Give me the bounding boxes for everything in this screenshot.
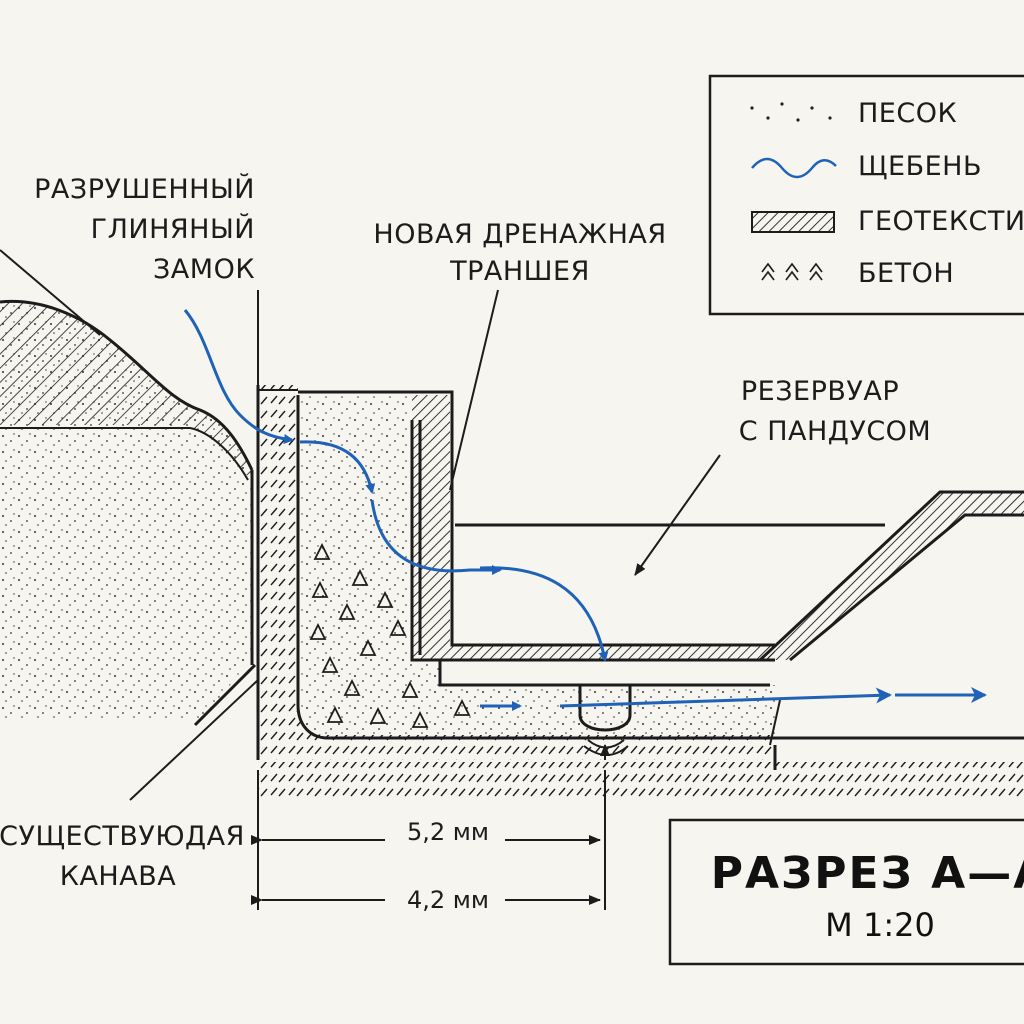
dimension-5-2: 5,2 мм	[407, 818, 489, 846]
concrete-triangle	[389, 618, 407, 636]
legend-box	[708, 74, 1024, 316]
existing-ditch-line-1: СУЩЕСТВУЮДАЯ	[0, 821, 245, 852]
section-title: РАЗРЕЗ А—А	[711, 848, 1024, 899]
legend-sand-label: ПЕСОК	[858, 98, 957, 129]
leader-lines	[129, 289, 721, 801]
flow-arrows	[183, 309, 987, 711]
clay-lock-line-2: ГЛИНЯНЫЙ	[91, 213, 255, 245]
reservoir-label: РЕЗЕРВУАР С ПАНДУСОМ	[739, 376, 931, 447]
concrete-triangle	[376, 590, 394, 608]
concrete-triangle	[453, 698, 471, 716]
concrete-triangle	[338, 602, 356, 620]
dimension-4-2: 4,2 мм	[407, 886, 489, 914]
concrete-triangle	[359, 638, 377, 656]
concrete-triangle	[313, 542, 331, 560]
concrete-triangle	[351, 568, 369, 586]
dimension-lines	[251, 744, 610, 910]
clay-lock-label: РАЗРУШЕННЫЙ ГЛИНЯНЫЙ ЗАМОК	[34, 173, 255, 285]
clay-lock-line-1: РАЗРУШЕННЫЙ	[34, 173, 255, 205]
sand-swatch	[750, 102, 832, 122]
concrete-triangle	[321, 655, 339, 673]
existing-ditch-label: СУЩЕСТВУЮДАЯ КАНАВА	[0, 821, 245, 892]
existing-ditch-line-2: КАНАВА	[60, 861, 176, 892]
legend-geotextile-label: ГЕОТЕКСТИЛ	[858, 206, 1024, 237]
legend: ПЕСОК ЩЕБЕНЬ ГЕОТЕКСТИЛ БЕТОН	[708, 74, 1024, 316]
gravel-swatch	[751, 157, 837, 179]
concrete-triangle	[326, 705, 344, 723]
clay-lock-line-3: ЗАМОК	[153, 254, 255, 285]
concrete-triangles	[309, 542, 471, 728]
concrete-triangle	[411, 710, 429, 728]
scale-label: М 1:20	[825, 906, 935, 944]
reservoir-line-1: РЕЗЕРВУАР	[741, 376, 899, 407]
legend-gravel-label: ЩЕБЕНЬ	[858, 151, 982, 182]
reservoir-line-2: С ПАНДУСОМ	[739, 416, 931, 447]
new-trench-label: НОВАЯ ДРЕНАЖНАЯ ТРАНШЕЯ	[373, 219, 666, 287]
new-trench-line-1: НОВАЯ ДРЕНАЖНАЯ	[373, 219, 666, 250]
trench-structure	[256, 385, 1024, 800]
concrete-triangle	[401, 680, 419, 698]
concrete-triangle	[369, 706, 387, 724]
left-embankment	[0, 249, 257, 727]
concrete-triangle	[343, 678, 361, 696]
concrete-triangle	[311, 580, 329, 598]
concrete-triangle	[309, 622, 327, 640]
new-trench-line-2: ТРАНШЕЯ	[449, 256, 590, 287]
geotextile-swatch	[751, 211, 835, 233]
legend-concrete-label: БЕТОН	[858, 258, 954, 289]
concrete-swatch	[761, 262, 823, 281]
title-block: РАЗРЕЗ А—А М 1:20	[668, 818, 1024, 966]
